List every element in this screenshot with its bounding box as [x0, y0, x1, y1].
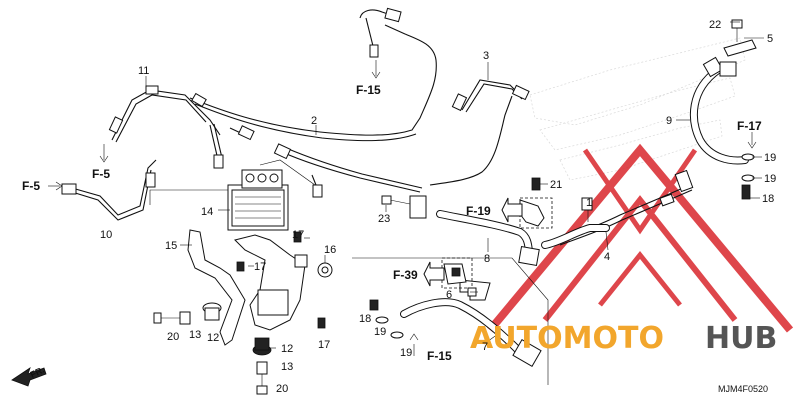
- part-label: 17: [318, 339, 330, 351]
- part-number-labels: 1 2 3 4 5 6 7 8 9 10 11 12 13 14 15 16 1…: [100, 19, 776, 395]
- detail-box-f19: [519, 197, 553, 229]
- part-label: 19: [764, 173, 776, 185]
- part-label: 1: [586, 197, 592, 209]
- reference-labels: F-15 F-5 F-5 F-17 F-19 F-39 F-15: [22, 83, 762, 363]
- part-label: 5: [767, 33, 773, 45]
- ref-f5-left: F-5: [92, 167, 110, 181]
- part-label: 21: [550, 179, 562, 191]
- leader-lines: [145, 21, 764, 349]
- ref-f19: F-19: [466, 204, 491, 218]
- part-label: 17: [254, 261, 266, 273]
- fasteners: [153, 19, 757, 395]
- front-direction-icon: [11, 367, 47, 387]
- diagram-code: MJM4F0520: [718, 384, 768, 394]
- ref-f17: F-17: [737, 119, 762, 133]
- part-label: 20: [276, 383, 288, 395]
- section-divider: [352, 257, 549, 385]
- part-label: 9: [666, 115, 672, 127]
- front-direction-label: FR.: [29, 365, 46, 380]
- part-label: 7: [482, 341, 488, 353]
- abs-modulator: [149, 159, 316, 231]
- watermark-text-a: AUTOMOTO: [470, 321, 664, 356]
- part-label: 15: [165, 240, 177, 252]
- part-label: 19: [400, 347, 412, 359]
- ref-f15-top: F-15: [356, 83, 381, 97]
- part-label: 8: [484, 253, 490, 265]
- part-label: 17: [292, 229, 304, 241]
- part-label: 16: [324, 244, 336, 256]
- reference-arrows: [11, 60, 757, 387]
- part-label: 19: [374, 326, 386, 338]
- part-label: 4: [604, 251, 610, 263]
- part-label: 6: [446, 289, 452, 301]
- ref-f39: F-39: [393, 268, 418, 282]
- part-label: 12: [207, 332, 219, 344]
- part-label: 13: [281, 361, 293, 373]
- brake-hoses: [400, 56, 749, 367]
- ref-f5-far-left: F-5: [22, 179, 40, 193]
- part-label: 19: [764, 152, 776, 164]
- part-label: 12: [281, 343, 293, 355]
- part-label: 20: [167, 331, 179, 343]
- part-label: 14: [201, 206, 213, 218]
- part-label: 10: [100, 229, 112, 241]
- mounting-brackets: [187, 199, 545, 346]
- part-label: 3: [483, 50, 489, 62]
- part-label: 2: [311, 115, 317, 127]
- part-label: 22: [709, 19, 721, 31]
- part-label: 18: [762, 193, 774, 205]
- part-label: 11: [138, 65, 149, 77]
- part-label: 13: [189, 329, 201, 341]
- brake-pipes: [61, 7, 694, 246]
- watermark-text-b: HUB: [705, 321, 777, 356]
- part-label: 23: [378, 213, 390, 225]
- ref-f15-bottom: F-15: [427, 349, 452, 363]
- part-label: 18: [359, 313, 371, 325]
